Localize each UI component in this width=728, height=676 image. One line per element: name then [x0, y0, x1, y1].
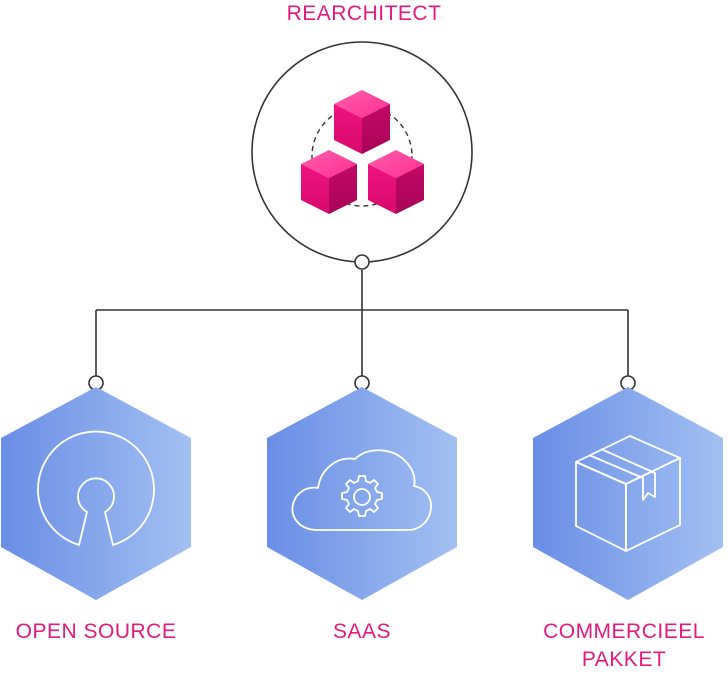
junction-center-dot	[354, 254, 370, 270]
option-label-commercieel-pakket: COMMERCIEEL PAKKET	[520, 618, 728, 674]
option-open-source	[1, 387, 191, 600]
option-saas	[267, 387, 457, 600]
cube-right	[368, 150, 424, 214]
option-label-saas: SAAS	[332, 620, 392, 643]
hexagon-saas	[267, 387, 457, 600]
stacked-cubes-icon	[301, 90, 424, 214]
gear-icon	[341, 475, 383, 517]
central-node-label: REARCHITECT	[286, 2, 442, 25]
junction-dots	[88, 254, 636, 391]
option-commercieel-pakket	[533, 387, 723, 600]
hexagon-commercieel-pakket	[533, 387, 723, 600]
connector-lines	[95, 270, 629, 376]
cube-left	[301, 150, 357, 214]
central-node	[251, 41, 473, 263]
option-label-commercieel-pakket-line1: COMMERCIEEL	[543, 620, 705, 643]
hexagon-open-source	[1, 387, 191, 600]
package-box-icon	[575, 435, 681, 552]
open-source-keyhole-icon	[37, 430, 155, 546]
cube-top	[334, 90, 390, 154]
option-label-commercieel-pakket-line2: PAKKET	[581, 648, 667, 671]
option-label-open-source: OPEN SOURCE	[15, 620, 177, 643]
cloud-gear-icon	[291, 449, 432, 531]
